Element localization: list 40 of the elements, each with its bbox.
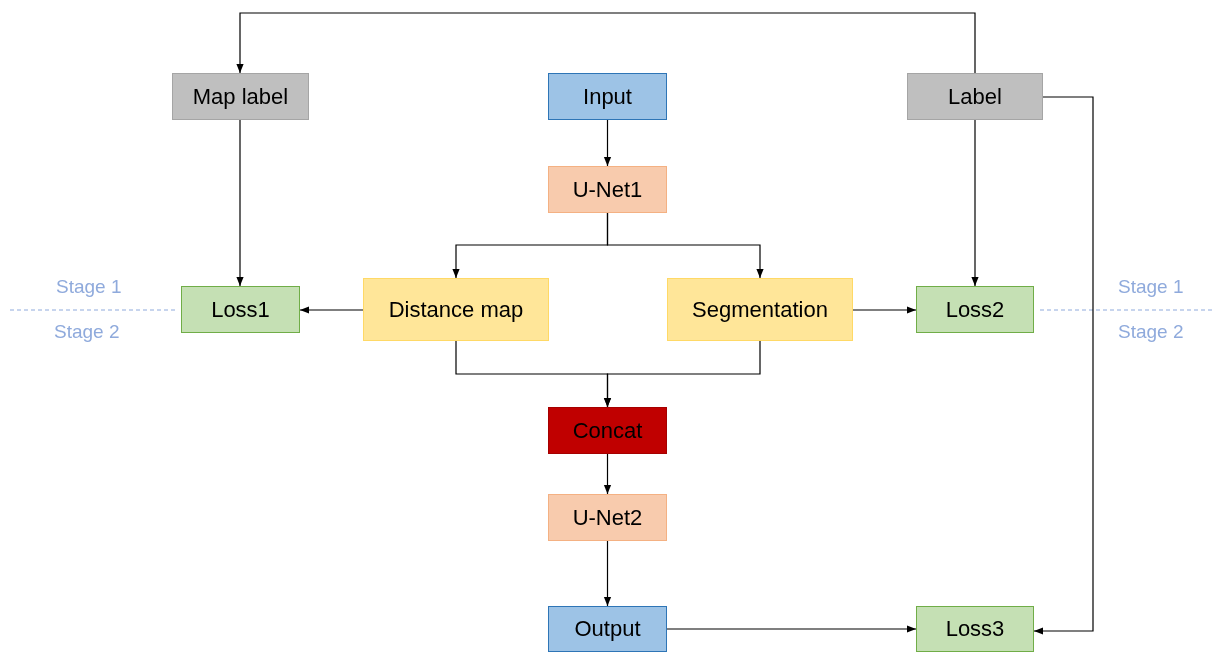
- arrow: [666, 625, 917, 633]
- node-label: Loss2: [945, 296, 1005, 323]
- node-label: Loss3: [945, 616, 1005, 642]
- node-label: Label: [948, 83, 1002, 110]
- arrow: [852, 306, 917, 314]
- arrow: [1033, 96, 1094, 635]
- arrow: [236, 12, 976, 74]
- node-label: Distance map: [388, 296, 524, 323]
- label-box: [907, 73, 1043, 120]
- stage-label: Stage 2: [1118, 321, 1184, 343]
- network-box: [548, 494, 667, 541]
- io-box: [548, 606, 667, 652]
- node-label: U-Net2: [572, 504, 643, 531]
- arrow: [603, 340, 761, 408]
- arrow: [606, 212, 764, 279]
- arrow: [603, 119, 612, 167]
- arrow: [236, 119, 244, 287]
- output-box: [363, 278, 549, 341]
- arrow: [603, 540, 612, 607]
- node-label: Map label: [192, 83, 289, 110]
- loss-box: [181, 286, 300, 333]
- node-label: Input: [583, 83, 632, 110]
- stage-label: Stage 1: [1118, 276, 1184, 298]
- arrow: [971, 119, 979, 287]
- loss-box: [916, 606, 1034, 652]
- node-label: Loss1: [211, 296, 270, 323]
- output-box: [667, 278, 853, 341]
- node-label: Output: [574, 616, 641, 642]
- loss-box: [916, 286, 1034, 333]
- stage-label: Stage 2: [54, 321, 120, 343]
- arrow: [603, 453, 612, 495]
- network-box: [548, 166, 667, 213]
- node-label: U-Net1: [572, 176, 643, 203]
- label-box: [172, 73, 309, 120]
- io-box: [548, 73, 667, 120]
- concat-box: [548, 407, 667, 454]
- arrow: [299, 306, 364, 314]
- node-label: Concat: [572, 417, 643, 444]
- node-label: Segmentation: [692, 296, 828, 323]
- stage-label: Stage 1: [56, 276, 122, 298]
